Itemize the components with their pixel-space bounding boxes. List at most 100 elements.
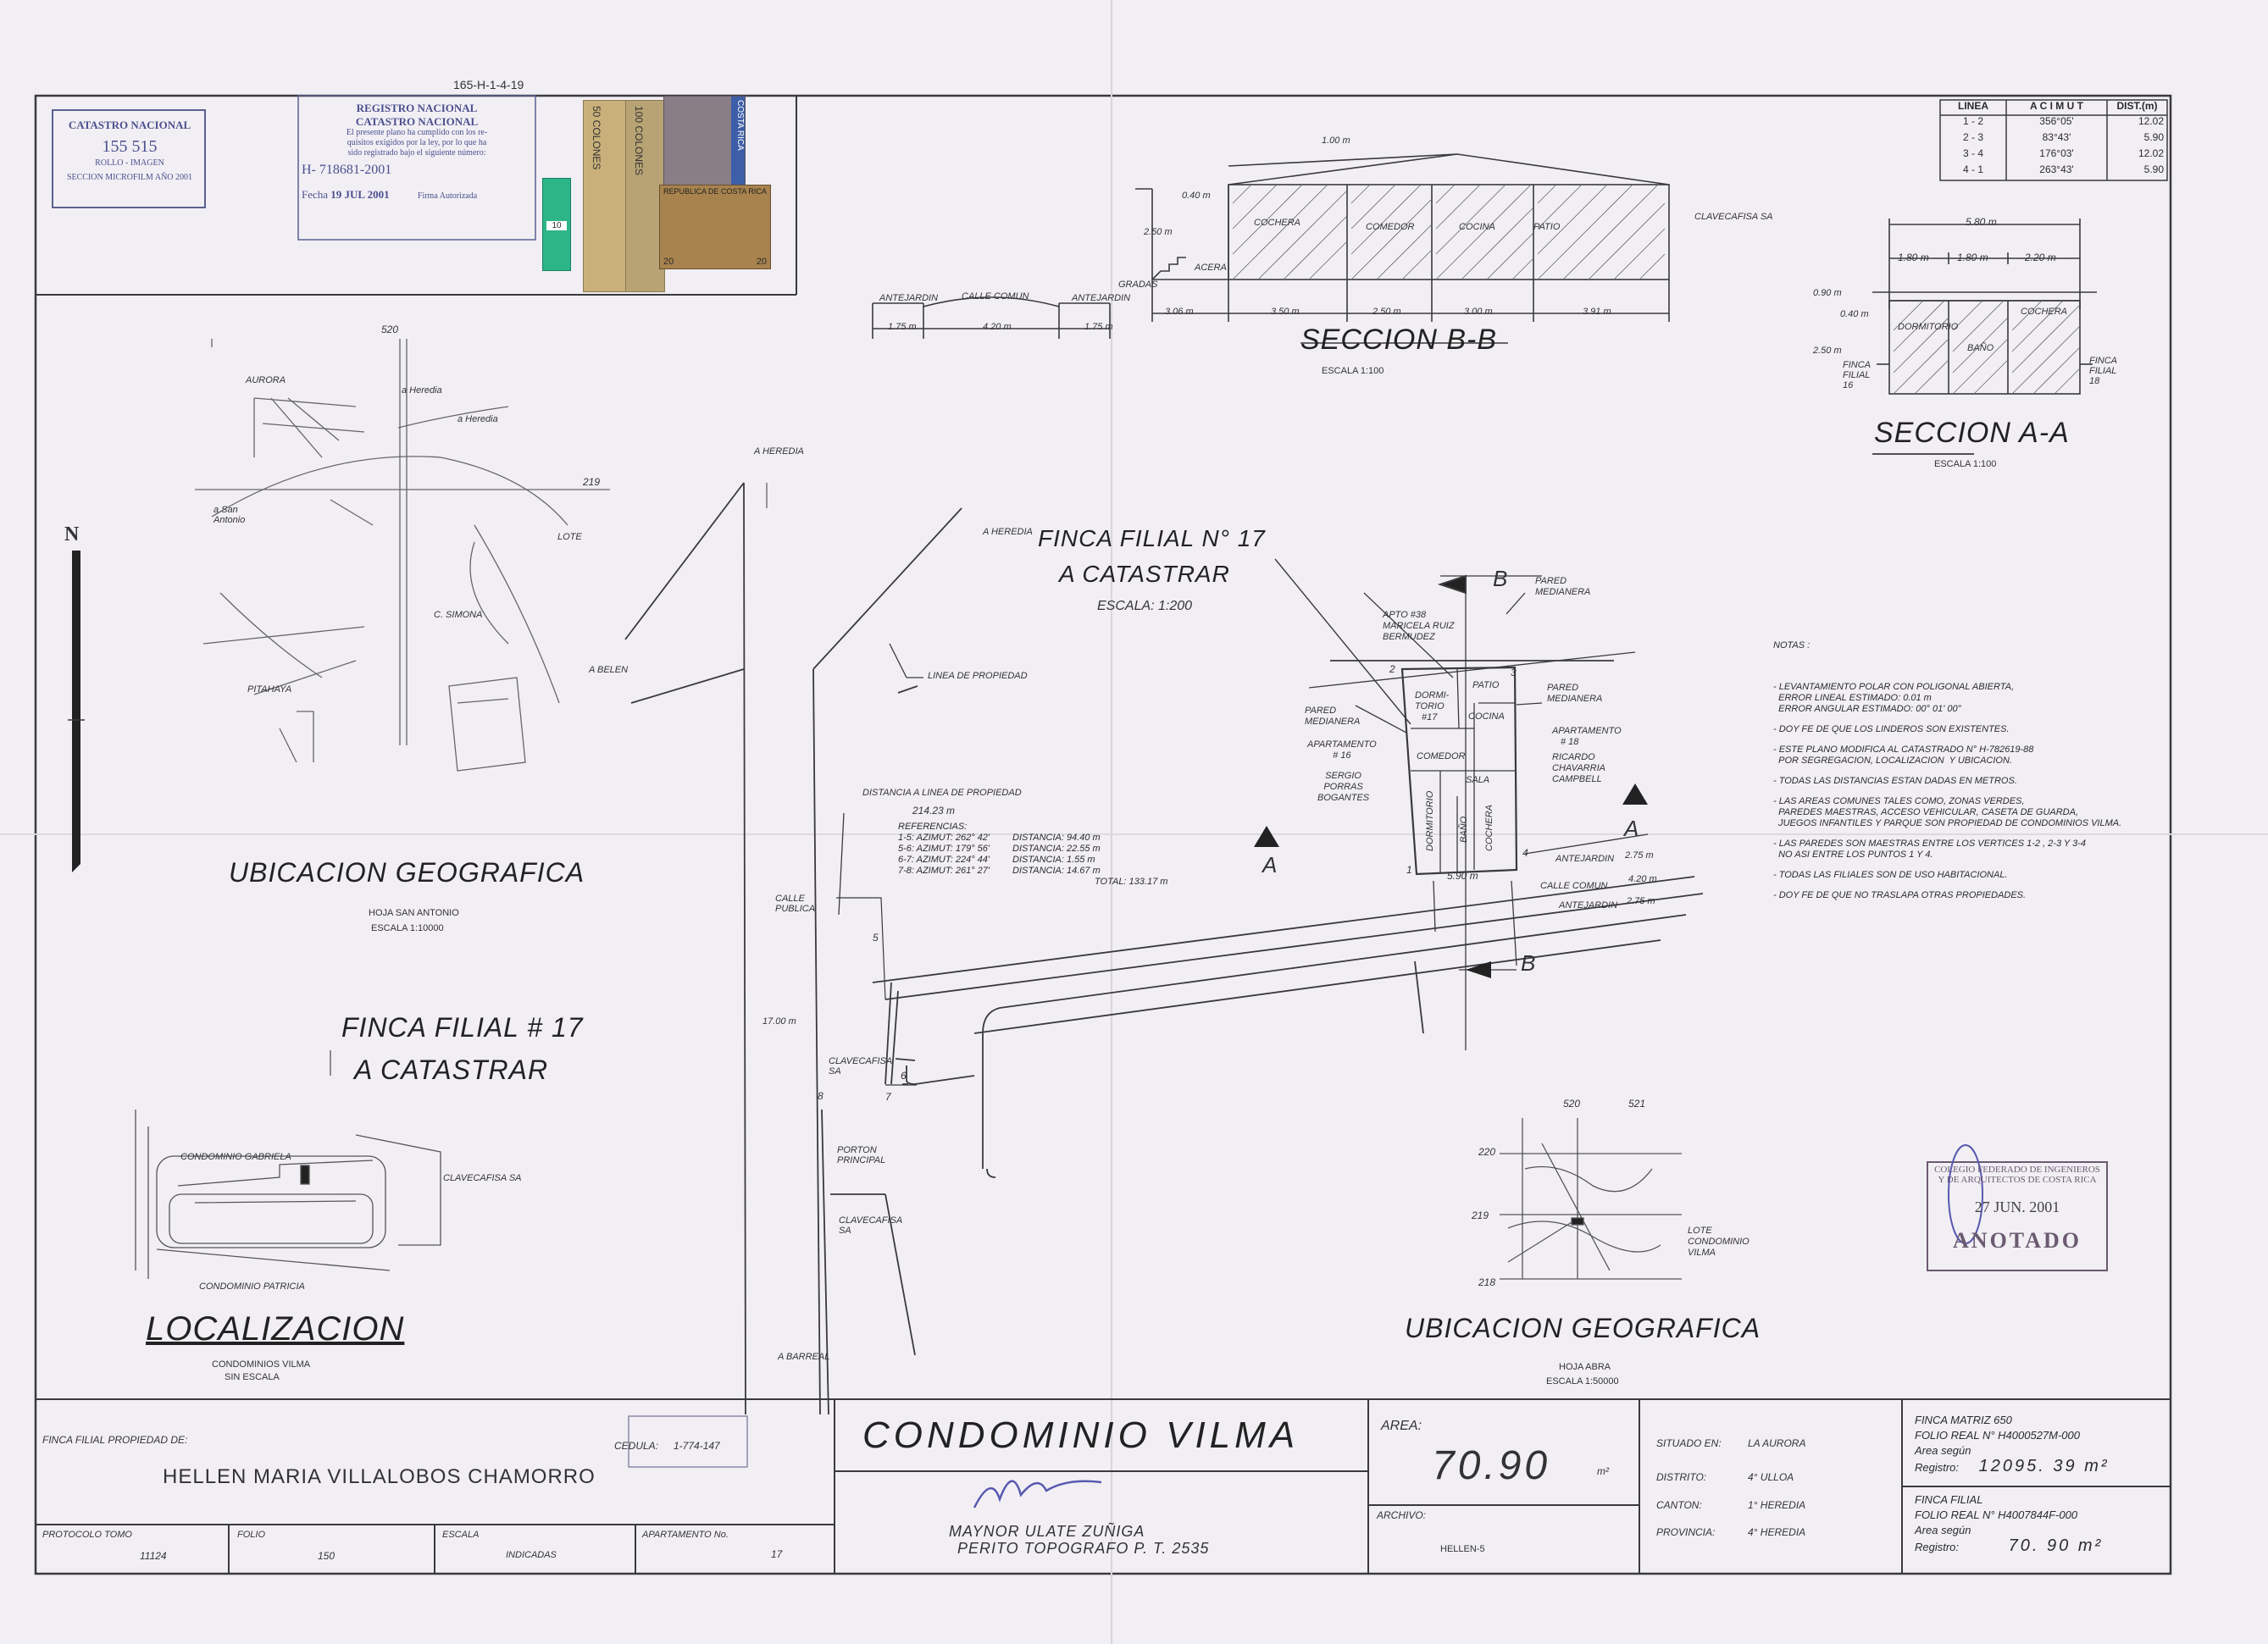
loc-patricia: CONDOMINIO PATRICIA (199, 1281, 305, 1292)
plan-room-patio: PATIO (1472, 680, 1500, 690)
tb-registro-2: 70. 90 m² (2008, 1536, 2104, 1555)
tb-finca-filial: FINCA FILIAL FOLIO REAL N° H4007844F-000… (1915, 1492, 2103, 1555)
plan-room-dormitorio-bottom: DORMITORIO (1425, 790, 1435, 851)
ub2-grid-220: 220 (1478, 1146, 1496, 1158)
seccion-bb-title: SECCION B-B (1300, 324, 1498, 356)
seccion-bb-scale: ESCALA 1:100 (1322, 366, 1384, 376)
ub2-grid-521: 521 (1628, 1098, 1646, 1110)
ub1-a-heredia-2: a Heredia (457, 414, 498, 424)
ub2-hoja: HOJA ABRA (1559, 1362, 1611, 1372)
site-clavecafisa-1: CLAVECAFISA SA (829, 1056, 892, 1077)
tb-escala: INDICADAS (506, 1550, 557, 1560)
bb-dim-top: 1.00 m (1322, 136, 1350, 146)
postage-stamp-republica: REPUBLICA DE COSTA RICA 20 20 (659, 185, 771, 269)
aa-dim-180b: 1.80 m (1957, 252, 1988, 263)
bb-dim-040: 0.40 m (1182, 191, 1211, 201)
fiscal-stamp-50: 50 COLONES (583, 100, 627, 292)
aa-dim-090: 0.90 m (1813, 288, 1842, 298)
line-table-header-azimut: A C I M U T (2030, 100, 2083, 112)
line-table-cell: 5.90 (2143, 131, 2164, 143)
colegio-stamp-line1: COLEGIO FEDERADO DE INGENIEROS (1934, 1165, 2100, 1175)
registro-fecha: 19 JUL 2001 (330, 188, 390, 202)
tb-owner: HELLEN MARIA VILLALOBOS CHAMORRO (163, 1465, 596, 1488)
nota-item: - ESTE PLANO MODIFICA AL CATASTRADO N° H… (1773, 745, 2034, 766)
nota-item: - LAS PAREDES SON MAESTRAS ENTRE LOS VER… (1773, 839, 2087, 860)
bb-dim-306: 3.06 m (1165, 307, 1194, 317)
bb-gradas: GRADAS (1118, 280, 1158, 290)
loc-gabriela: CONDOMINIO GABRIELA (180, 1152, 291, 1162)
plan-apto-18-l1: APARTAMENTO (1552, 726, 1622, 736)
site-linea-propiedad: LINEA DE PROPIEDAD (928, 671, 1028, 681)
line-table-cell: 263°43' (2039, 163, 2074, 175)
nota-item: - TODAS LAS FILIALES SON DE USO HABITACI… (1773, 870, 2008, 880)
registro-fecha-label: Fecha (302, 188, 329, 202)
tb-apto-label: APARTAMENTO No. (642, 1530, 729, 1540)
postage-stamp-value-left: 20 (663, 257, 674, 267)
tb-area-unit: m² (1597, 1465, 1609, 1477)
aa-room-cochera: COCHERA (2021, 307, 2068, 317)
plan-sergio-l2: PORRAS (1323, 782, 1363, 792)
bb-calle-comun: CALLE COMUN (962, 291, 1029, 302)
plan-room-cocina: COCINA (1468, 711, 1505, 722)
tb-situado-label: SITUADO EN: (1656, 1437, 1722, 1449)
postage-stamp-country: COSTA RICA (735, 100, 745, 151)
seccion-aa-scale: ESCALA 1:100 (1934, 459, 1997, 469)
plan-cut-b-top: B (1493, 566, 1508, 591)
aa-dim-040: 0.40 m (1840, 309, 1869, 319)
plan-ricardo-l3: CAMPBELL (1552, 774, 1602, 784)
plan-room-dormitorio-top: DORMI-TORIO#17 (1415, 690, 1449, 723)
tb-registro-1: 12095. 39 m² (1978, 1457, 2110, 1475)
registro-stamp-number: H- 718681-2001 (302, 163, 392, 178)
registro-firma: Firma Autorizada (417, 191, 478, 202)
registro-stamp-line2: CATASTRO NACIONAL (355, 114, 479, 128)
nota-item: - DOY FE DE QUE NO TRASLAPA OTRAS PROPIE… (1773, 890, 2027, 900)
tb-provincia-label: PROVINCIA: (1656, 1526, 1716, 1538)
aa-dim-580: 5.80 m (1966, 216, 1997, 228)
nota-item: - LEVANTAMIENTO POLAR CON POLIGONAL ABIE… (1773, 682, 2015, 714)
plan-cut-b-bottom: B (1521, 950, 1536, 976)
tb-canton-label: CANTON: (1656, 1499, 1702, 1511)
seccion-aa-title: SECCION A-A (1874, 417, 2070, 449)
site-a-belen: A BELEN (589, 665, 629, 675)
site-distancia-value: 214.23 m (912, 805, 956, 816)
fiscal-stamp-10-label: 10 (546, 221, 567, 230)
tb-provincia: 4° HEREDIA (1748, 1526, 1806, 1538)
bb-clavecafisa: CLAVECAFISA SA (1694, 212, 1773, 222)
tb-registro-1-label: Registro: (1915, 1461, 1960, 1474)
tb-area-value: 70.90 (1432, 1443, 1551, 1488)
site-dim-17: 17.00 m (762, 1016, 796, 1027)
colegio-stamp-date: 27 JUN. 2001 (1974, 1198, 2060, 1215)
tb-area-label: AREA: (1381, 1419, 1422, 1433)
postage-stamp-republica-label: REPUBLICA DE COSTA RICA (663, 187, 767, 196)
colegio-stamp: COLEGIO FEDERADO DE INGENIEROS Y DE ARQU… (1930, 1165, 2104, 1254)
registro-stamp-line5: sido registrado bajo el siguiente número… (347, 148, 486, 158)
plan-vertex-3: 3 (1511, 667, 1517, 678)
ub1-a-heredia-1: a Heredia (402, 385, 442, 396)
notas-block: NOTAS : - LEVANTAMIENTO POLAR CON POLIGO… (1773, 618, 2121, 922)
ub1-c-simona: C. SIMONA (434, 610, 483, 620)
tb-matriz: FINCA MATRIZ 650 (1915, 1414, 2012, 1426)
localizacion-title: LOCALIZACION (146, 1310, 405, 1348)
line-table-cell: 3 - 4 (1962, 147, 1983, 159)
line-table-cell: 176°03' (2039, 147, 2074, 159)
tb-surveyor: MAYNOR ULATE ZUÑIGA (949, 1523, 1145, 1540)
plan-sergio-l1: SERGIO (1325, 771, 1361, 781)
referencia-distancia: DISTANCIA: 22.55 m (1012, 844, 1101, 854)
tb-propiedad-label: FINCA FILIAL PROPIEDAD DE: (42, 1434, 188, 1446)
ub1-hoja: HOJA SAN ANTONIO (369, 908, 459, 918)
nota-item: - LAS AREAS COMUNES TALES COMO, ZONAS VE… (1773, 796, 2122, 828)
loc-clavecafisa: CLAVECAFISA SA (443, 1173, 522, 1183)
tb-finca-matriz: FINCA MATRIZ 650 FOLIO REAL N° H4000527M… (1915, 1413, 2110, 1475)
line-table-header-dist: DIST.(m) (2116, 100, 2158, 112)
tb-folio-label: FOLIO (237, 1530, 266, 1540)
registro-stamp-line1: REGISTRO NACIONAL (356, 102, 478, 114)
plan-pared-top-l1: PARED (1535, 576, 1567, 586)
ub2-lote-l2: CONDOMINIO (1688, 1237, 1750, 1247)
line-table-cell: 1 - 2 (1962, 115, 1983, 127)
bb-dim-300: 3.00 m (1464, 307, 1493, 317)
catastro-stamp-line3: ROLLO - IMAGEN (95, 158, 164, 168)
ub2-grid-219: 219 (1472, 1209, 1489, 1221)
